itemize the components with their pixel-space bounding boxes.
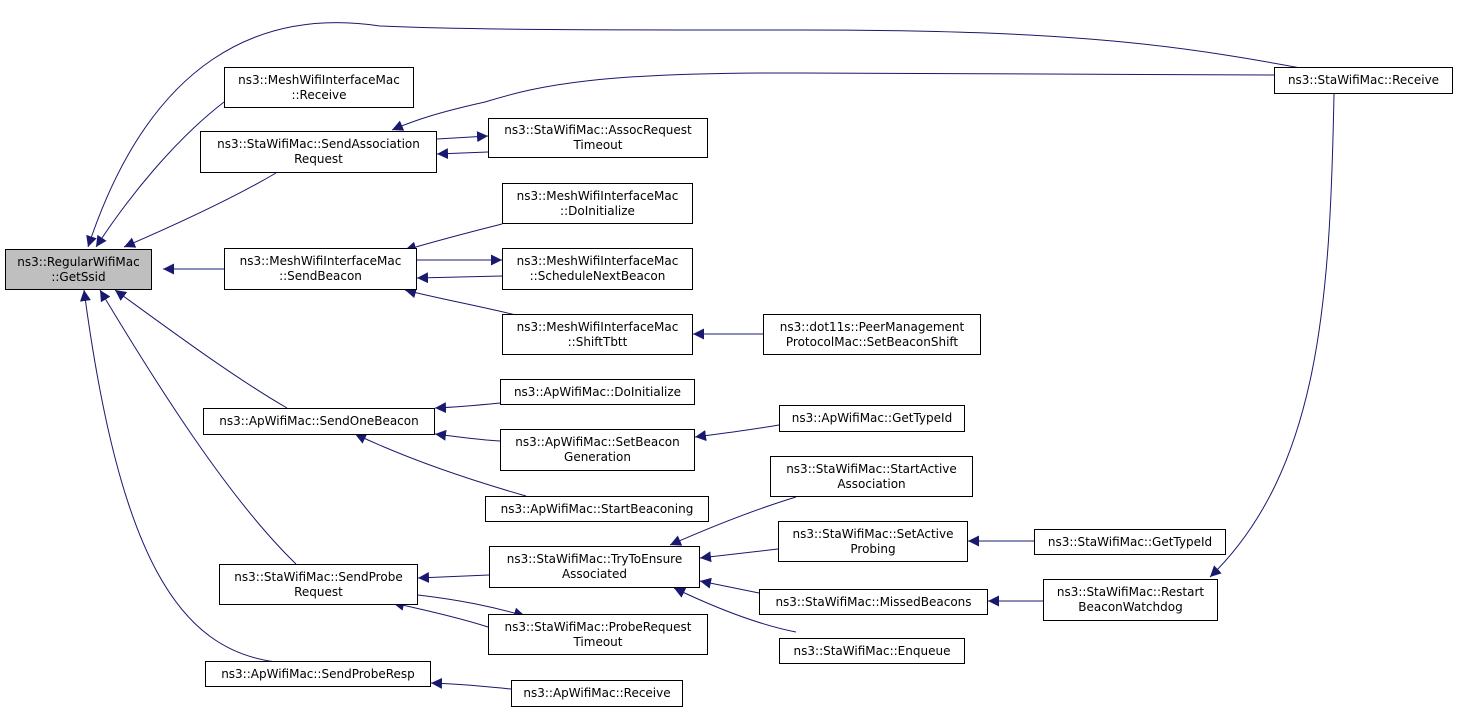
node-sta-probetimeout[interactable]: ns3::StaWifiMac::ProbeRequest Timeout xyxy=(488,614,708,655)
edge-setbeacongen-to-sendonebeacon xyxy=(434,429,501,442)
edge-sendprobe-to-probetimeout xyxy=(417,594,526,619)
node-label: ns3::ApWifiMac::SetBeacon Generation xyxy=(515,435,680,464)
node-sta-send-assoc[interactable]: ns3::StaWifiMac::SendAssociation Request xyxy=(200,131,437,173)
edge-setactive-to-trytoensure xyxy=(699,548,779,563)
node-label: ns3::ApWifiMac::StartBeaconing xyxy=(500,501,694,516)
edge-startbeaconing-to-sendonebeacon xyxy=(354,433,527,497)
node-label: ns3::ApWifiMac::DoInitialize xyxy=(513,384,682,399)
edge-trytoensure-to-sendprobe xyxy=(417,572,490,584)
node-regular-getssid: ns3::RegularWifiMac ::GetSsid xyxy=(5,249,152,290)
edge-mesh-receive-to-getssid xyxy=(95,101,225,248)
edge-assoc-timeout-to-send-assoc xyxy=(436,148,489,160)
node-sta-assoc-timeout[interactable]: ns3::StaWifiMac::AssocRequest Timeout xyxy=(488,118,708,158)
node-sta-startactive[interactable]: ns3::StaWifiMac::StartActive Association xyxy=(770,456,973,497)
edge-sta-receive-to-send-assoc xyxy=(391,72,1275,131)
node-ap-receive[interactable]: ns3::ApWifiMac::Receive xyxy=(511,680,683,707)
edge-ap-gettypeid-to-setbeacongen xyxy=(694,424,780,441)
edge-shifttbtt-to-sendbeacon xyxy=(404,287,521,317)
node-label: ns3::StaWifiMac::GetTypeId xyxy=(1047,534,1213,549)
node-dot11s-setbeaconshift[interactable]: ns3::dot11s::PeerManagement ProtocolMac:… xyxy=(763,314,981,355)
node-label: ns3::dot11s::PeerManagement ProtocolMac:… xyxy=(779,319,965,349)
node-sta-sendprobe[interactable]: ns3::StaWifiMac::SendProbe Request xyxy=(219,564,418,605)
edge-sendprobe-to-getssid xyxy=(99,289,297,565)
node-sta-enqueue[interactable]: ns3::StaWifiMac::Enqueue xyxy=(779,638,965,664)
node-sta-receive[interactable]: ns3::StaWifiMac::Receive xyxy=(1274,67,1453,94)
edge-probetimeout-to-sendprobe xyxy=(392,599,489,628)
node-ap-doinitialize[interactable]: ns3::ApWifiMac::DoInitialize xyxy=(500,379,695,405)
node-label: ns3::StaWifiMac::Enqueue xyxy=(793,643,951,658)
node-label: ns3::MeshWifiInterfaceMac ::ShiftTbtt xyxy=(516,319,679,349)
node-sta-setactive[interactable]: ns3::StaWifiMac::SetActive Probing xyxy=(778,521,968,562)
node-label: ns3::StaWifiMac::ProbeRequest Timeout xyxy=(504,619,692,649)
node-label: ns3::ApWifiMac::Receive xyxy=(523,686,671,700)
node-sta-missedbeacons[interactable]: ns3::StaWifiMac::MissedBeacons xyxy=(759,589,988,615)
node-mesh-sendbeacon[interactable]: ns3::MeshWifiInterfaceMac ::SendBeacon xyxy=(224,248,417,290)
node-sta-restartwatchdog[interactable]: ns3::StaWifiMac::Restart BeaconWatchdog xyxy=(1043,579,1218,621)
node-ap-startbeaconing[interactable]: ns3::ApWifiMac::StartBeaconing xyxy=(485,496,709,522)
node-mesh-doinitialize[interactable]: ns3::MeshWifiInterfaceMac ::DoInitialize xyxy=(502,183,693,224)
edge-sendonebeacon-to-getssid xyxy=(114,289,288,409)
node-sta-gettypeid[interactable]: ns3::StaWifiMac::GetTypeId xyxy=(1034,529,1226,555)
node-label: ns3::ApWifiMac::GetTypeId xyxy=(791,411,953,425)
edge-schedule-to-sendbeacon xyxy=(416,272,503,284)
node-label: ns3::StaWifiMac::SendProbe Request xyxy=(234,569,403,599)
node-label: ns3::StaWifiMac::MissedBeacons xyxy=(775,594,972,609)
node-label: ns3::StaWifiMac::SendAssociation Request xyxy=(217,137,420,166)
node-mesh-receive[interactable]: ns3::MeshWifiInterfaceMac ::Receive xyxy=(224,67,414,108)
node-label: ns3::StaWifiMac::TryToEnsure Associated xyxy=(506,552,683,581)
node-label: ns3::MeshWifiInterfaceMac ::Receive xyxy=(238,72,400,102)
edge-send-assoc-to-getssid xyxy=(123,172,277,248)
edge-ap-receive-to-sendproberesp xyxy=(430,677,512,690)
node-mesh-shifttbtt[interactable]: ns3::MeshWifiInterfaceMac ::ShiftTbtt xyxy=(502,314,693,355)
edge-sta-receive-to-restartwatchdog xyxy=(1209,93,1335,578)
node-label: ns3::MeshWifiInterfaceMac ::ScheduleNext… xyxy=(516,254,679,283)
edge-enqueue-to-trytoensure xyxy=(673,587,797,633)
node-label: ns3::StaWifiMac::SetActive Probing xyxy=(792,526,954,556)
node-ap-sendonebeacon[interactable]: ns3::ApWifiMac::SendOneBeacon xyxy=(203,408,435,435)
node-label: ns3::StaWifiMac::AssocRequest Timeout xyxy=(504,123,692,152)
node-label: ns3::MeshWifiInterfaceMac ::SendBeacon xyxy=(239,254,402,283)
node-label: ns3::ApWifiMac::SendProbeResp xyxy=(221,666,415,681)
node-ap-setbeacongen[interactable]: ns3::ApWifiMac::SetBeacon Generation xyxy=(500,429,695,471)
node-sta-trytoensure[interactable]: ns3::StaWifiMac::TryToEnsure Associated xyxy=(489,546,700,588)
edge-missedbeacons-to-trytoensure xyxy=(699,577,760,594)
edge-doinitialize-to-sendbeacon xyxy=(404,223,503,253)
edge-send-assoc-to-assoc-timeout xyxy=(436,131,489,143)
edge-sta-receive-to-getssid xyxy=(86,22,1334,248)
node-label: ns3::StaWifiMac::Restart BeaconWatchdog xyxy=(1056,585,1205,614)
node-label: ns3::RegularWifiMac ::GetSsid xyxy=(17,254,140,284)
node-label: ns3::StaWifiMac::StartActive Association xyxy=(786,461,957,491)
edge-startactive-to-trytoensure xyxy=(669,496,797,546)
edge-sendproberesp-to-getssid xyxy=(80,289,277,663)
node-label: ns3::ApWifiMac::SendOneBeacon xyxy=(219,414,419,428)
edge-ap-doinitialize-to-sendonebeacon xyxy=(434,402,501,414)
node-label: ns3::MeshWifiInterfaceMac ::DoInitialize xyxy=(516,188,679,218)
node-ap-gettypeid[interactable]: ns3::ApWifiMac::GetTypeId xyxy=(779,405,965,432)
node-ap-sendproberesp[interactable]: ns3::ApWifiMac::SendProbeResp xyxy=(205,661,431,687)
node-mesh-schedule[interactable]: ns3::MeshWifiInterfaceMac ::ScheduleNext… xyxy=(502,248,693,290)
node-label: ns3::StaWifiMac::Receive xyxy=(1287,73,1440,87)
